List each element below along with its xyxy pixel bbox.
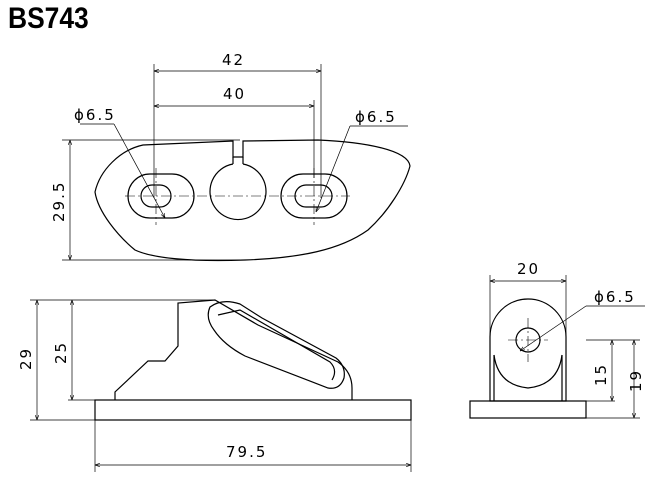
- side-base-plate: [94, 399, 412, 421]
- dim-19-label: 19: [627, 369, 645, 392]
- end-hole-label: ϕ6.5: [594, 288, 636, 306]
- right-hole-label: ϕ6.5: [355, 108, 397, 126]
- dim-29-label: 29: [17, 347, 35, 370]
- center-relief-hole: [209, 163, 267, 221]
- dim-20-label: 20: [517, 260, 540, 278]
- end-body: [489, 298, 567, 402]
- left-hole-label: ϕ6.5: [74, 106, 116, 124]
- right-slot-inner: [294, 184, 333, 208]
- dim-40-label: 40: [223, 85, 246, 103]
- dim-25-label: 25: [52, 341, 70, 364]
- side-body-profile: [114, 299, 353, 400]
- left-slot-inner: [140, 184, 172, 208]
- dim-79-5-label: 79.5: [226, 443, 267, 461]
- side-view: 29 25 79.5: [17, 299, 412, 472]
- right-slot-outer: [280, 173, 348, 219]
- end-boss: [493, 354, 563, 389]
- dim-42-label: 42: [222, 51, 245, 69]
- top-view: 42 40 29.5 ϕ6.5 ϕ6.5: [50, 51, 411, 262]
- end-view: 20 ϕ6.5 15 19: [469, 260, 645, 419]
- left-slot-outer: [127, 173, 195, 219]
- side-boss: [207, 301, 345, 389]
- end-base-plate: [469, 400, 587, 419]
- dim-15-label: 15: [592, 363, 610, 386]
- top-view-body-outline: [94, 139, 411, 262]
- dim-29-5-label: 29.5: [50, 181, 68, 222]
- drawing-title: BS743: [8, 2, 89, 35]
